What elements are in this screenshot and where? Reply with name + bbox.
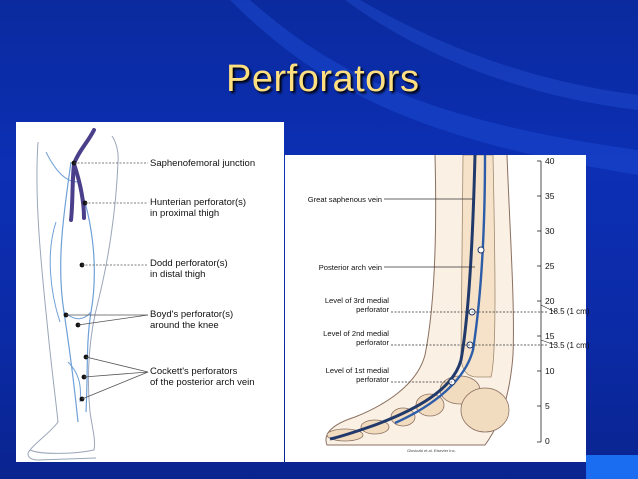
ankle-perforators-diagram: Great saphenous vein Posterior arch vein…	[285, 155, 590, 462]
leg-outline-drawing	[27, 128, 149, 461]
scale-tick: 15	[545, 331, 555, 341]
scale-tick: 40	[545, 156, 555, 166]
label-hunterian-perforator: Hunterian perforator(s) in proximal thig…	[150, 197, 247, 219]
label-3rd-medial-perforator: Level of 3rd medial perforator	[324, 296, 389, 314]
measurement-13-5: 13.5 (1 cm)	[549, 341, 590, 350]
label-1st-medial-perforator: Level of 1st medial perforator	[325, 366, 389, 384]
scale-tick: 20	[545, 296, 555, 306]
scale-tick: 5	[545, 401, 550, 411]
image-credit: Gloviczki et al. Elsevier Inc.	[407, 448, 456, 453]
scale-tick: 0	[545, 436, 550, 446]
ankle-drawing	[325, 155, 556, 446]
scale-tick: 35	[545, 191, 555, 201]
label-boyds-perforator: Boyd's perforator(s) around the knee	[150, 309, 234, 331]
label-posterior-arch-vein: Posterior arch vein	[318, 263, 382, 272]
label-dodd-perforator: Dodd perforator(s) in distal thigh	[150, 258, 228, 280]
slide-title: Perforators	[226, 58, 420, 100]
scale-tick: 30	[545, 226, 555, 236]
leg-veins-diagram: Saphenofemoral junction Hunterian perfor…	[16, 122, 284, 462]
label-2nd-medial-perforator: Level of 2nd medial perforator	[323, 329, 389, 347]
scale-tick: 10	[545, 366, 555, 376]
label-great-saphenous-vein: Great saphenous vein	[307, 195, 382, 204]
label-saphenofemoral-junction: Saphenofemoral junction	[150, 158, 256, 169]
scale-tick: 25	[545, 261, 555, 271]
corner-accent-block	[586, 455, 638, 479]
label-cocketts-perforators: Cockett's perforators of the posterior a…	[150, 366, 255, 388]
measurement-18-5: 18.5 (1 cm)	[549, 307, 590, 316]
